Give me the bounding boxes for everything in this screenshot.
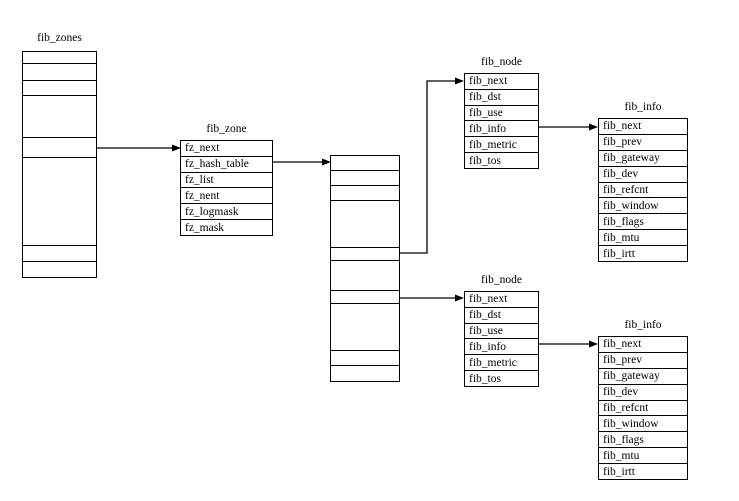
array-cell-pointer [331,291,399,304]
arrow-bucket5-to-node1-line [400,80,456,254]
field-fib-dev: fib_dev [599,167,687,183]
field-fib-tos: fib_tos [469,372,501,385]
field-fib-next: fib_next [599,119,687,135]
array-cell [331,186,399,201]
field-fib-metric: fib_metric [465,355,538,372]
field-fib-gateway: fib_gateway [599,369,687,385]
field-fib-use: fib_use [465,324,538,340]
field-fib-refcnt: fib_refcnt [599,183,687,199]
array-cell [331,201,399,248]
fib-info-1-struct: fib_next fib_prev fib_gateway fib_dev fi… [598,118,688,262]
fib-node-1-title: fib_node [481,56,522,68]
hash-bucket-array [330,155,400,382]
array-cell-pointer [331,248,399,261]
fib-node-2-struct: fib_next fib_dst fib_use fib_info fib_me… [464,291,539,387]
field-fib-metric: fib_metric [465,137,538,154]
field-fib-dst: fib_dst [465,90,538,106]
field-fib-mtu: fib_mtu [599,448,687,465]
arrowhead-icon [455,77,464,85]
field-fib-next: fib_next [599,337,687,353]
fib-zones-array [22,51,97,278]
arrowhead-icon [455,294,464,302]
fib-zone-struct: fz_next fz_hash_table fz_list fz_nent fz… [180,140,273,236]
array-cell [331,304,399,351]
field-fib-refcnt: fib_refcnt [599,401,687,417]
field-fib-next: fib_next [465,292,538,308]
array-cell [23,262,96,277]
fib-info-2-struct: fib_next fib_prev fib_gateway fib_dev fi… [598,336,688,480]
array-cell [23,96,96,138]
field-fib-tos: fib_tos [469,154,501,167]
array-cell [23,81,96,96]
field-fib-next: fib_next [465,74,538,90]
field-fib-use: fib_use [465,106,538,122]
array-cell [23,64,96,81]
array-cell [331,261,399,291]
array-cell [23,246,96,262]
fib-info-1-title: fib_info [624,101,662,113]
field-fib-dst: fib_dst [465,308,538,324]
arrowhead-icon [589,340,598,348]
field-fib-flags: fib_flags [599,214,687,231]
array-cell [331,156,399,171]
fib-node-1-struct: fib_next fib_dst fib_use fib_info fib_me… [464,73,539,169]
field-fib-gateway: fib_gateway [599,151,687,167]
arrowhead-icon [589,123,598,131]
field-fz-logmask: fz_logmask [181,204,272,221]
field-fz-list: fz_list [181,173,272,189]
field-fib-flags: fib_flags [599,432,687,449]
fib-info-2-title: fib_info [624,319,662,331]
array-cell [331,171,399,186]
field-fz-hash-table: fz_hash_table [181,157,272,173]
array-cell [23,52,96,64]
field-fib-window: fib_window [599,198,687,215]
field-fib-mtu: fib_mtu [599,230,687,247]
array-cell [331,351,399,366]
field-fib-irtt: fib_irtt [603,247,635,260]
fib-zones-title: fib_zones [37,32,82,44]
array-cell-pointer [23,138,96,158]
field-fz-mask: fz_mask [185,221,224,234]
field-fib-info: fib_info [465,339,538,356]
field-fib-window: fib_window [599,416,687,433]
array-cell [23,158,96,246]
array-cell [331,366,399,381]
fib-node-2-title: fib_node [481,274,522,286]
field-fib-irtt: fib_irtt [603,465,635,478]
field-fib-prev: fib_prev [599,135,687,151]
field-fz-next: fz_next [181,141,272,157]
field-fz-nent: fz_nent [181,188,272,205]
field-fib-dev: fib_dev [599,385,687,401]
field-fib-prev: fib_prev [599,353,687,369]
field-fib-info: fib_info [465,121,538,138]
fib-zone-title: fib_zone [206,123,247,135]
